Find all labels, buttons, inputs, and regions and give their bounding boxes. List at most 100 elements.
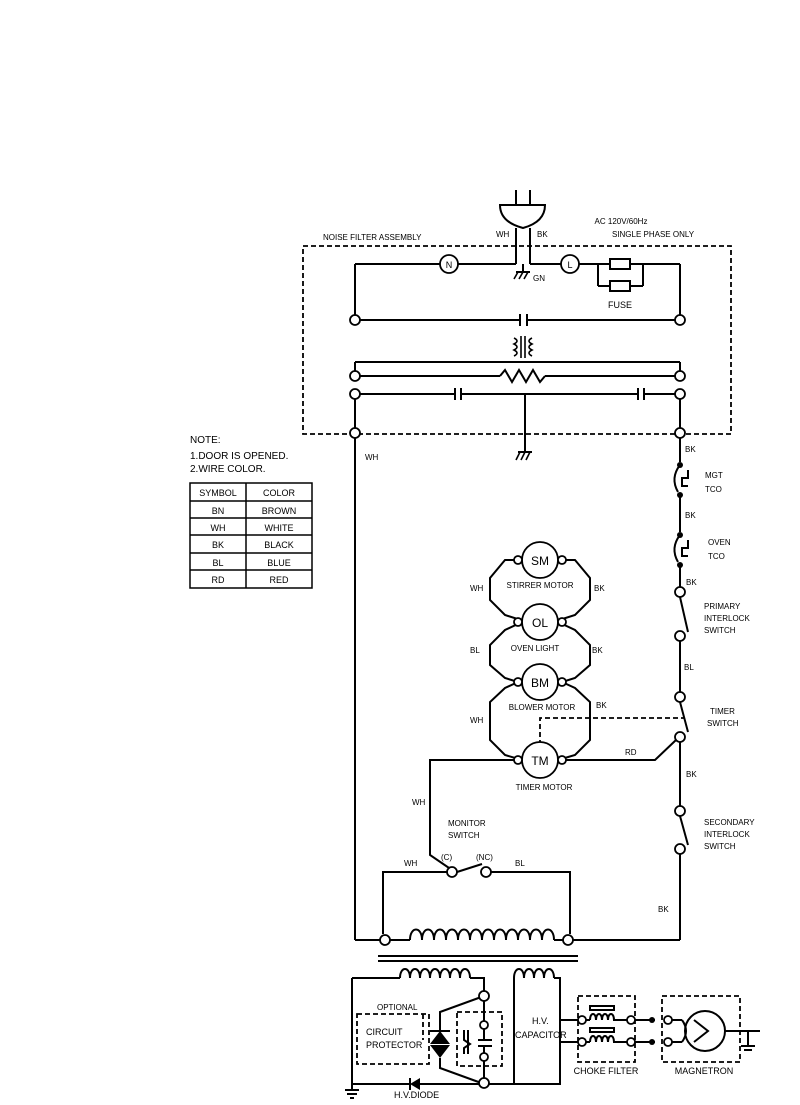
wh-label: WH <box>470 584 484 593</box>
l-label: L <box>567 260 572 270</box>
terminal <box>562 934 574 946</box>
sm-symbol: SM <box>531 554 549 568</box>
fuse-label: FUSE <box>608 300 632 310</box>
timer-switch-label: TIMER <box>710 707 735 716</box>
wh-label: WH <box>404 859 418 868</box>
table-cell: BROWN <box>262 506 297 516</box>
terminal <box>513 617 523 627</box>
mgt-tco-icon <box>673 462 689 498</box>
hv-capacitor-icon <box>463 1029 492 1054</box>
oven-tco-label: TCO <box>708 552 725 561</box>
bk-label: BK <box>685 445 696 454</box>
timer-switch-label: SWITCH <box>707 719 739 728</box>
terminal <box>479 1020 489 1030</box>
circuit-protector-label: CIRCUIT <box>366 1027 403 1037</box>
terminal <box>557 677 567 687</box>
protector-diode-icon <box>430 1030 450 1058</box>
bm-symbol: BM <box>531 676 549 690</box>
magnetron-box <box>661 995 741 1063</box>
table-cell: WHITE <box>265 523 294 533</box>
table-cell: RD <box>212 575 225 585</box>
magnetron-icon <box>663 1010 760 1052</box>
terminal <box>557 555 567 565</box>
wh-label: WH <box>412 798 426 807</box>
filament-coil-icon <box>513 968 555 979</box>
secondary-interlock-switch-icon <box>674 805 689 855</box>
hv-capacitor-label: CAPACITOR <box>515 1030 567 1040</box>
table-cell: BLACK <box>264 540 294 550</box>
oven-tco-label: OVEN <box>708 538 731 547</box>
timer-switch-icon <box>674 691 689 743</box>
supply-label-1: AC 120V/60Hz <box>595 217 648 226</box>
terminal <box>513 677 523 687</box>
oven-light-label: OVEN LIGHT <box>511 644 560 653</box>
bl-label: BL <box>515 859 525 868</box>
plug-wh-label: WH <box>496 230 510 239</box>
table-cell: BN <box>212 506 225 516</box>
table-cell: BL <box>212 558 223 568</box>
wh-label: WH <box>470 716 484 725</box>
hv-diode-icon <box>409 1078 420 1090</box>
plug-bk-label: BK <box>537 230 548 239</box>
monitor-switch-icon <box>446 863 492 878</box>
stirrer-motor-label: STIRRER MOTOR <box>507 581 574 590</box>
note-line-1: 1.DOOR IS OPENED. <box>190 451 288 462</box>
primary-switch-label: INTERLOCK <box>704 614 750 623</box>
power-plug <box>498 190 547 264</box>
primary-interlock-switch-icon <box>674 586 689 642</box>
ground-icon <box>345 1086 359 1099</box>
terminal <box>577 1015 587 1025</box>
monitor-c-label: (C) <box>441 853 452 862</box>
table-cell: RED <box>269 575 289 585</box>
bk-label: BK <box>594 584 605 593</box>
monitor-switch-label: MONITOR <box>448 819 486 828</box>
terminal <box>513 755 523 765</box>
secondary-switch-label: SECONDARY <box>704 818 755 827</box>
supply-label-2: SINGLE PHASE ONLY <box>612 230 695 239</box>
bl-label: BL <box>684 663 694 672</box>
mgt-tco-label: MGT <box>705 471 723 480</box>
terminal <box>557 617 567 627</box>
noise-filter-box <box>302 245 732 435</box>
terminal <box>626 1037 636 1047</box>
secondary-switch-label: SWITCH <box>704 842 736 851</box>
rd-label: RD <box>625 748 637 757</box>
terminal <box>479 1052 489 1062</box>
terminal <box>478 990 490 1002</box>
hv-capacitor-inner-box <box>456 1011 503 1067</box>
terminal <box>513 555 523 565</box>
table-header-color: COLOR <box>263 488 296 498</box>
tm-symbol: TM <box>531 754 548 768</box>
choke-coil-icon <box>586 1005 627 1043</box>
wire-color-table: SYMBOL COLOR BN BROWN WH WHITE BK BLACK … <box>189 482 313 589</box>
blower-motor-label: BLOWER MOTOR <box>509 703 576 712</box>
transformer-secondary-coil-icon <box>399 968 471 979</box>
hv-diode-label: H.V.DIODE <box>394 1090 439 1100</box>
oven-tco-icon <box>673 532 689 568</box>
bl-label: BL <box>470 646 480 655</box>
terminal <box>674 388 686 400</box>
left-wh-label: WH <box>365 453 379 462</box>
bk-label: BK <box>685 511 696 520</box>
terminal <box>674 370 686 382</box>
filter-choke-icon <box>512 336 534 358</box>
resistor-icon <box>499 368 546 384</box>
bk-label: BK <box>596 701 607 710</box>
circuit-protector-label: PROTECTOR <box>366 1040 423 1050</box>
table-cell: BK <box>212 540 224 550</box>
terminal <box>349 314 361 326</box>
table-cell: BLUE <box>267 558 291 568</box>
terminal <box>674 427 686 439</box>
ground-icon <box>513 264 530 280</box>
timer-motor-label: TIMER MOTOR <box>516 783 573 792</box>
transformer-primary-coil-icon <box>409 928 555 941</box>
n-label: N <box>446 260 453 270</box>
gn-label: GN <box>533 274 545 283</box>
terminal <box>349 427 361 439</box>
terminal <box>478 1077 490 1089</box>
note-line-2: 2.WIRE COLOR. <box>190 464 266 475</box>
choke-filter-box <box>577 995 636 1063</box>
primary-switch-label: SWITCH <box>704 626 736 635</box>
